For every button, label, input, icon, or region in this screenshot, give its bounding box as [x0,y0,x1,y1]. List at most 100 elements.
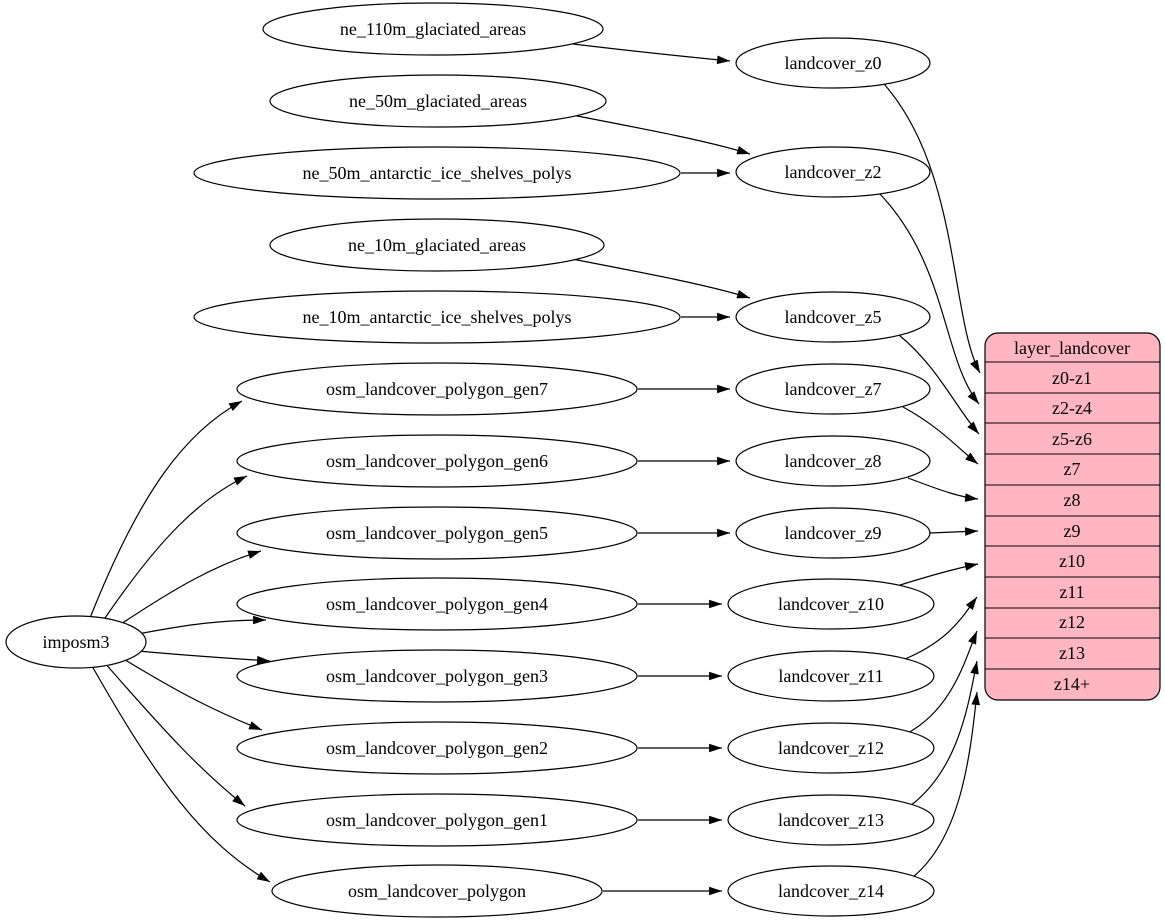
node-landcover-z14: landcover_z14 [727,865,935,917]
edge-imposm3-gen7 [89,400,243,619]
node-landcover-z11: landcover_z11 [727,650,935,702]
node-landcover-z0-label: landcover_z0 [785,53,882,73]
record-row-z9: z9 [1064,521,1081,541]
node-osm-landcover-polygon-gen7: osm_landcover_polygon_gen7 [236,362,638,416]
node-osm-landcover-polygon-gen7-shape [236,362,638,416]
node-osm-landcover-polygon-gen3-label: osm_landcover_polygon_gen3 [326,666,548,686]
edge-ne10mglac-z5 [571,258,751,299]
edge-imposm3-gen4 [137,615,267,635]
node-landcover-z11-shape [727,650,935,702]
node-osm-landcover-polygon-gen5: osm_landcover_polygon_gen5 [236,506,638,560]
node-landcover-z11-label: landcover_z11 [778,666,883,686]
node-landcover-z2-label: landcover_z2 [785,162,882,182]
node-landcover-z10-shape [727,578,935,630]
node-osm-landcover-polygon: osm_landcover_polygon [271,864,603,918]
node-imposm3-shape [5,615,147,669]
node-osm-landcover-polygon-gen4: osm_landcover_polygon_gen4 [236,577,638,631]
edge-z10-row-z10 [896,562,979,587]
node-landcover-z5-shape [735,291,931,343]
node-landcover-z5-label: landcover_z5 [785,307,882,327]
node-osm-landcover-polygon-gen1-shape [236,793,638,847]
node-ne-10m-antarctic-ice-shelves-polys-label: ne_10m_antarctic_ice_shelves_polys [303,307,572,327]
node-osm-landcover-polygon-gen6-shape [236,434,638,488]
edge-imposm3-gen1 [103,661,246,807]
edge-imposm3-gen2 [121,657,263,731]
record-row-z2-z4: z2-z4 [1052,398,1092,418]
record-row-z7: z7 [1064,459,1081,479]
node-landcover-z8-label: landcover_z8 [785,451,882,471]
node-landcover-z7-shape [735,363,931,415]
node-landcover-z9-shape [735,507,931,559]
edge-z8-row-z8 [907,477,979,502]
node-ne-10m-glaciated-areas-shape [269,218,605,272]
node-osm-landcover-polygon-gen6-label: osm_landcover_polygon_gen6 [326,451,548,471]
edge-imposm3-gen6 [102,475,248,622]
node-landcover-z0: landcover_z0 [735,37,931,89]
edge-z9-row-z9 [929,527,979,536]
node-landcover-z7-label: landcover_z7 [785,379,882,399]
node-landcover-z13-shape [727,794,935,846]
record-row-z0-z1: z0-z1 [1052,368,1092,388]
node-landcover-z13: landcover_z13 [727,794,935,846]
edge-z2-row-z2z4 [878,192,980,405]
node-landcover-z14-label: landcover_z14 [778,881,884,901]
edge-ne110m-z0 [572,43,731,65]
node-landcover-z5: landcover_z5 [735,291,931,343]
node-imposm3-label: imposm3 [42,632,109,652]
node-ne-10m-glaciated-areas: ne_10m_glaciated_areas [269,218,605,272]
node-osm-landcover-polygon-gen1: osm_landcover_polygon_gen1 [236,793,638,847]
node-ne-50m-glaciated-areas-shape [269,74,607,128]
node-ne-50m-antarctic-ice-shelves-polys: ne_50m_antarctic_ice_shelves_polys [193,146,681,200]
node-landcover-z7: landcover_z7 [735,363,931,415]
node-osm-landcover-polygon-gen5-shape [236,506,638,560]
node-imposm3: imposm3 [5,615,147,669]
node-ne-50m-glaciated-areas-label: ne_50m_glaciated_areas [349,91,527,111]
record-row-z5-z6: z5-z6 [1052,429,1092,449]
node-landcover-z10-label: landcover_z10 [778,594,884,614]
node-ne-10m-antarctic-ice-shelves-polys-shape [193,290,681,344]
edge-z7-row-z7 [902,406,979,465]
node-landcover-z8: landcover_z8 [735,435,931,487]
node-osm-landcover-polygon-gen5-label: osm_landcover_polygon_gen5 [326,523,548,543]
node-osm-landcover-polygon-gen1-label: osm_landcover_polygon_gen1 [326,810,548,830]
node-ne-110m-glaciated-areas: ne_110m_glaciated_areas [262,2,604,56]
node-osm-landcover-polygon-gen4-label: osm_landcover_polygon_gen4 [326,594,548,614]
node-osm-landcover-polygon-gen6: osm_landcover_polygon_gen6 [236,434,638,488]
edge-imposm3-polygon [91,665,271,883]
record-row-z11: z11 [1059,582,1084,602]
node-ne-10m-antarctic-ice-shelves-polys: ne_10m_antarctic_ice_shelves_polys [193,290,681,344]
node-landcover-z14-shape [727,865,935,917]
node-landcover-z12: landcover_z12 [727,722,935,774]
edge-z0-row-z0z1 [883,83,981,374]
record-row-z8: z8 [1064,490,1081,510]
node-landcover-z10: landcover_z10 [727,578,935,630]
node-osm-landcover-polygon-label: osm_landcover_polygon [348,881,526,901]
node-landcover-z2: landcover_z2 [735,146,931,198]
node-osm-landcover-polygon-gen3-shape [236,649,638,703]
node-ne-110m-glaciated-areas-label: ne_110m_glaciated_areas [340,19,526,39]
node-osm-landcover-polygon-shape [271,864,603,918]
node-osm-landcover-polygon-gen2-label: osm_landcover_polygon_gen2 [326,738,548,758]
edge-z14-row-z14 [912,691,980,878]
edge-z11-row-z11 [904,596,978,660]
node-landcover-z9-label: landcover_z9 [785,523,882,543]
node-landcover-z12-shape [727,722,935,774]
record-title: layer_landcover [1014,338,1130,358]
node-ne-10m-glaciated-areas-label: ne_10m_glaciated_areas [348,235,526,255]
node-landcover-z8-shape [735,435,931,487]
node-osm-landcover-polygon-gen4-shape [236,577,638,631]
record-row-z12: z12 [1059,612,1085,632]
node-ne-110m-glaciated-areas-shape [262,2,604,56]
node-osm-landcover-polygon-gen2: osm_landcover_polygon_gen2 [236,721,638,775]
record-row-z10: z10 [1059,551,1085,571]
node-ne-50m-antarctic-ice-shelves-polys-label: ne_50m_antarctic_ice_shelves_polys [303,163,572,183]
edge-imposm3-gen5 [117,550,262,627]
node-ne-50m-glaciated-areas: ne_50m_glaciated_areas [269,74,607,128]
node-osm-landcover-polygon-gen7-label: osm_landcover_polygon_gen7 [326,379,548,399]
node-landcover-z0-shape [735,37,931,89]
node-ne-50m-antarctic-ice-shelves-polys-shape [193,146,681,200]
edge-group [89,43,981,896]
record-row-z13: z13 [1059,643,1085,663]
